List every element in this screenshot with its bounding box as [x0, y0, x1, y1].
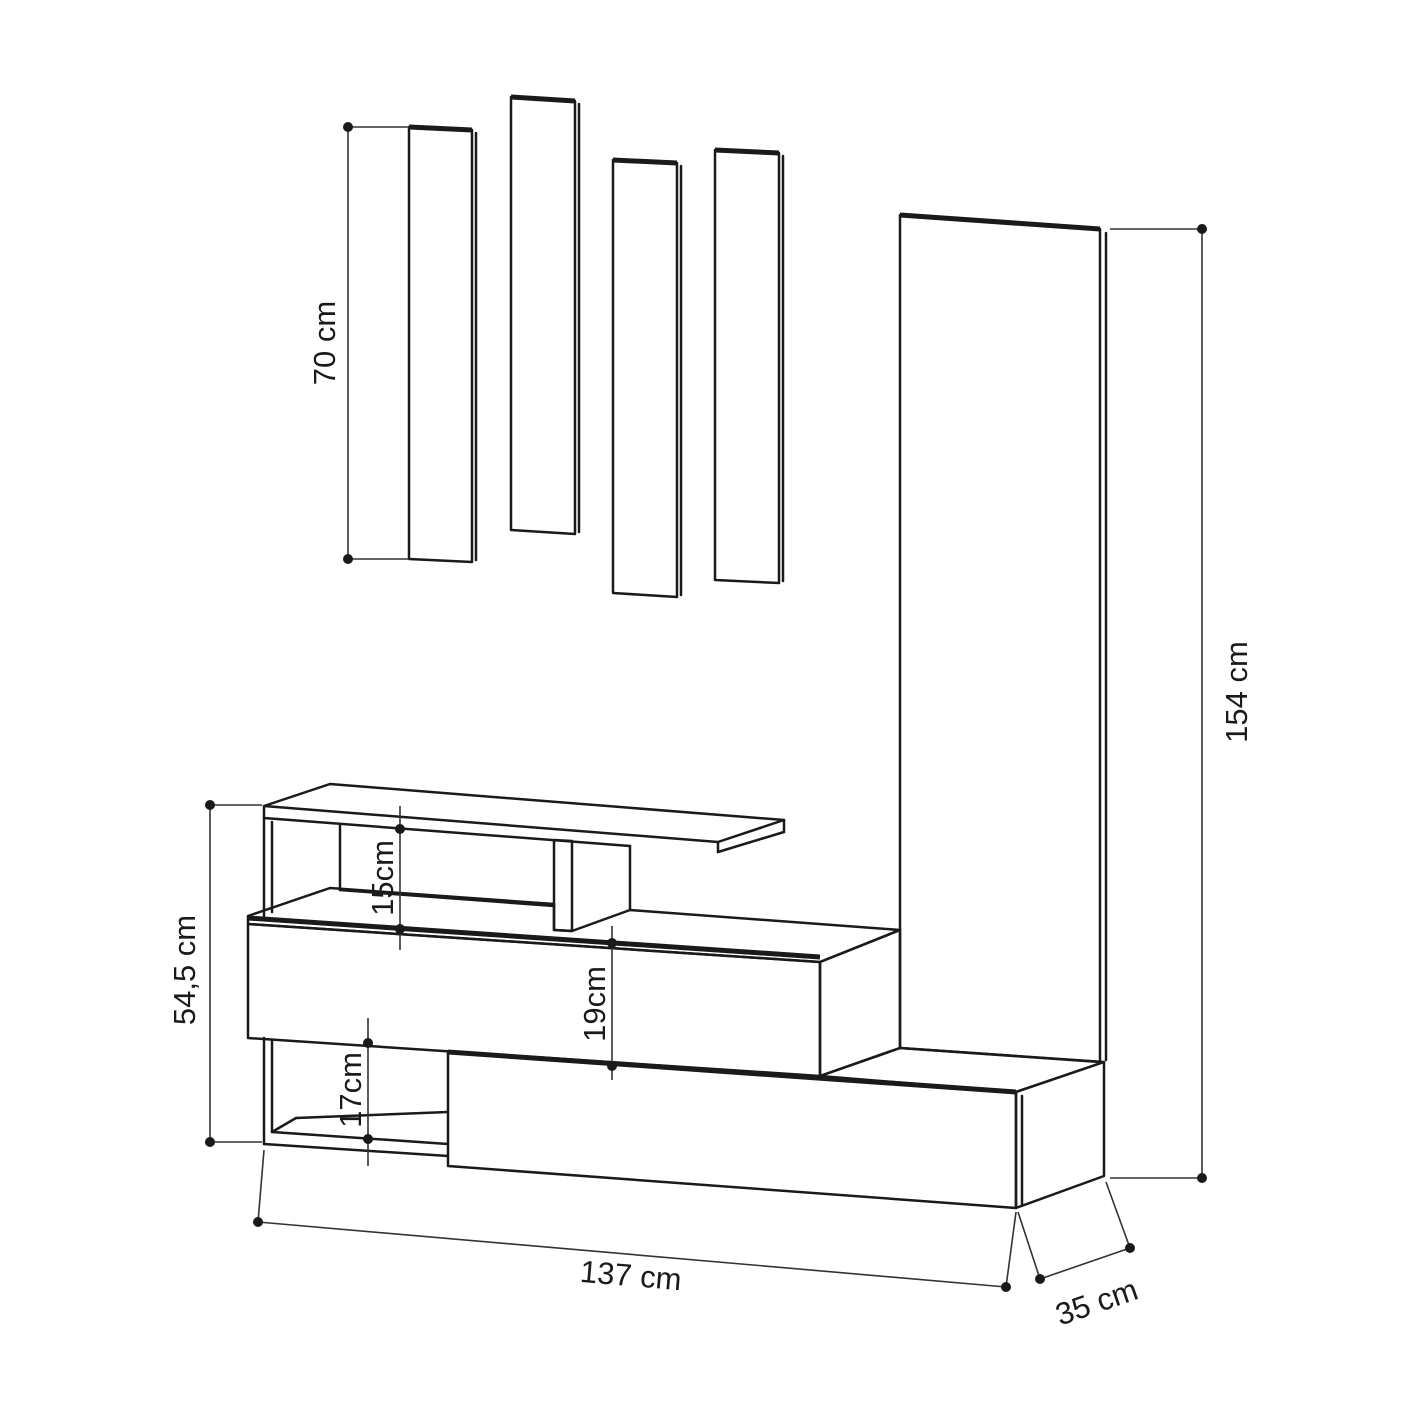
- wall-panel-3: [611, 157, 683, 599]
- bottom-shelf-gap-label: 17cm: [333, 1052, 368, 1128]
- tall-side-panel: [898, 212, 1108, 1064]
- cabinet-height-label: 54,5 cm: [167, 915, 202, 1025]
- dimension-lines: [205, 122, 1207, 1292]
- wall-panel-4: [713, 147, 785, 585]
- upper-cabinet: [246, 782, 902, 1078]
- wall-panel-1: [407, 124, 478, 564]
- total-height-label: 154 cm: [1219, 641, 1254, 743]
- top-shelf-gap-label: 15cm: [365, 840, 400, 916]
- panel-height-label: 70 cm: [307, 301, 342, 385]
- depth-label: 35 cm: [1051, 1272, 1142, 1333]
- width-label: 137 cm: [579, 1254, 683, 1297]
- wall-panels: [407, 94, 785, 599]
- lower-cabinet: [262, 1036, 1106, 1210]
- drawer-height-label: 19cm: [577, 966, 612, 1042]
- wall-panel-2: [509, 94, 581, 536]
